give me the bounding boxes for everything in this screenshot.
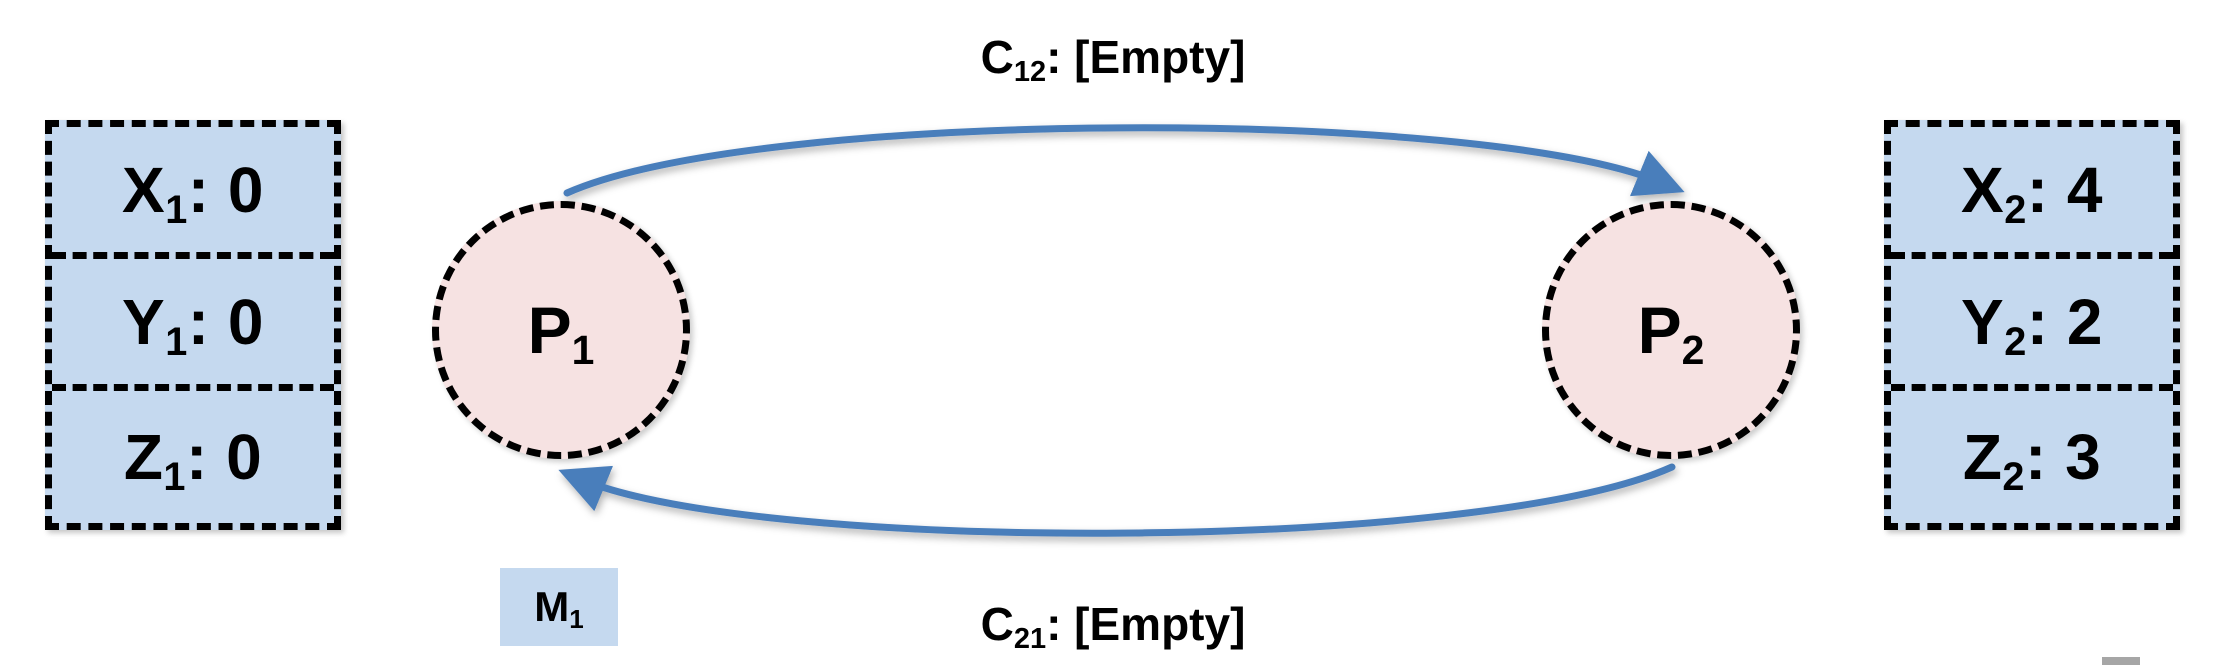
state-value-y1: 0 bbox=[227, 285, 264, 358]
channel-name-c12: C bbox=[980, 31, 1014, 83]
channel-label-c21: C21: [Empty] bbox=[0, 597, 2226, 655]
state-var-y1: Y1: bbox=[122, 285, 228, 364]
state-var-x1-subscript: 1 bbox=[165, 187, 188, 232]
state-var-x2: X2: bbox=[1961, 153, 2067, 232]
state-value-x1: 0 bbox=[227, 153, 264, 226]
state-value-z1: 0 bbox=[226, 421, 263, 493]
channel-arrow-c21 bbox=[558, 463, 1676, 537]
state-row-y1: Y1: 0 bbox=[52, 259, 334, 391]
state-var-z2: Z2: bbox=[1962, 421, 2066, 500]
process-label-p1-subscript: 1 bbox=[571, 327, 595, 374]
channel-name-c21: C bbox=[980, 598, 1014, 650]
message-label-m1: M1 bbox=[534, 583, 584, 635]
state-var-x1: X1: bbox=[122, 153, 228, 232]
state-row-y2: Y2: 2 bbox=[1891, 259, 2173, 391]
state-row-z2: Z2: 3 bbox=[1891, 391, 2173, 523]
channel-contents-c12: : [Empty] bbox=[1046, 31, 1246, 83]
state-value-y2: 2 bbox=[2066, 285, 2103, 358]
state-row-x1: X1: 0 bbox=[52, 127, 334, 259]
process-node-p2: P2 bbox=[1542, 201, 1800, 459]
state-table-p2: X2: 4 Y2: 2 Z2: 3 bbox=[1884, 120, 2180, 530]
state-var-z1: Z1: bbox=[123, 421, 227, 500]
channel-label-c12: C12: [Empty] bbox=[0, 30, 2226, 88]
state-var-x2-subscript: 2 bbox=[2004, 187, 2027, 232]
message-label-m1-subscript: 1 bbox=[569, 604, 584, 635]
state-value-x2: 4 bbox=[2066, 153, 2103, 226]
message-marker-m1: M1 bbox=[500, 568, 618, 646]
state-value-z2: 3 bbox=[2065, 421, 2102, 493]
process-label-p2: P2 bbox=[1637, 293, 1705, 374]
slide-number-artifact bbox=[2102, 657, 2140, 665]
state-var-y1-subscript: 1 bbox=[165, 319, 188, 364]
state-var-z2-subscript: 2 bbox=[2002, 455, 2025, 500]
process-node-p1: P1 bbox=[432, 201, 690, 459]
channel-arrow-c12 bbox=[563, 124, 1685, 197]
state-row-x2: X2: 4 bbox=[1891, 127, 2173, 259]
state-table-p1: X1: 0 Y1: 0 Z1: 0 bbox=[45, 120, 341, 530]
state-row-z1: Z1: 0 bbox=[52, 391, 334, 523]
process-label-p2-subscript: 2 bbox=[1681, 327, 1705, 374]
channel-contents-c21: : [Empty] bbox=[1046, 598, 1246, 650]
state-var-z1-subscript: 1 bbox=[163, 455, 186, 500]
channel-subscript-c21: 21 bbox=[1013, 622, 1047, 655]
process-label-p1: P1 bbox=[527, 293, 595, 374]
channel-subscript-c12: 12 bbox=[1013, 55, 1047, 88]
state-var-y2: Y2: bbox=[1961, 285, 2067, 364]
state-var-y2-subscript: 2 bbox=[2004, 319, 2027, 364]
